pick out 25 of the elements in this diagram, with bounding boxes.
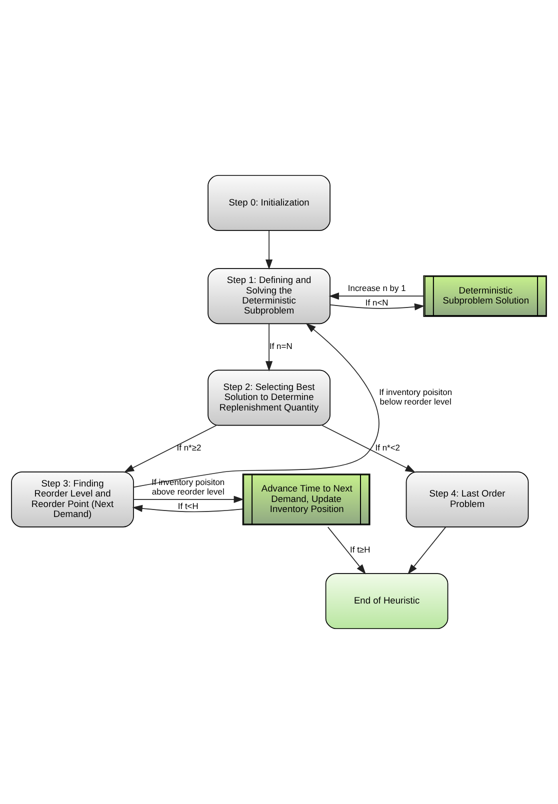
node-box: Step 2: Selecting Best Solution to Determine Replenishment Quantity <box>208 370 330 426</box>
arrow <box>133 496 244 503</box>
node-box: Step 0: Initialization <box>208 174 330 231</box>
edge-label: If n*<2 <box>375 442 400 453</box>
edge-label: If t≥H <box>350 544 370 554</box>
arrow <box>408 526 446 574</box>
edge-label: Increase n by 1 <box>348 283 406 294</box>
edge-label: If inventory poisiton below reorder level <box>379 387 452 407</box>
edge-label: If n*≥2 <box>176 442 202 453</box>
arrow <box>328 292 424 300</box>
edge-label: If t<H <box>178 500 198 511</box>
arrow <box>124 424 217 472</box>
node-box: Step 1: Defining and Solving the Deterministic Subproblem <box>208 268 330 324</box>
edge-label: If n=N <box>269 341 292 352</box>
arrow <box>327 526 366 574</box>
arrow <box>133 323 380 488</box>
arrow <box>265 230 273 270</box>
node-box: End of Heuristic <box>325 573 448 630</box>
node-box: Step 3: Finding Reorder Level and Reorder Point (Next Demand) <box>11 471 134 528</box>
node-box: Step 4: Last Order Problem <box>406 471 529 528</box>
arrow <box>330 303 425 310</box>
arrow <box>322 424 416 472</box>
arrow <box>265 323 273 372</box>
arrow <box>132 504 244 512</box>
edge-label: If n<N <box>365 297 388 308</box>
